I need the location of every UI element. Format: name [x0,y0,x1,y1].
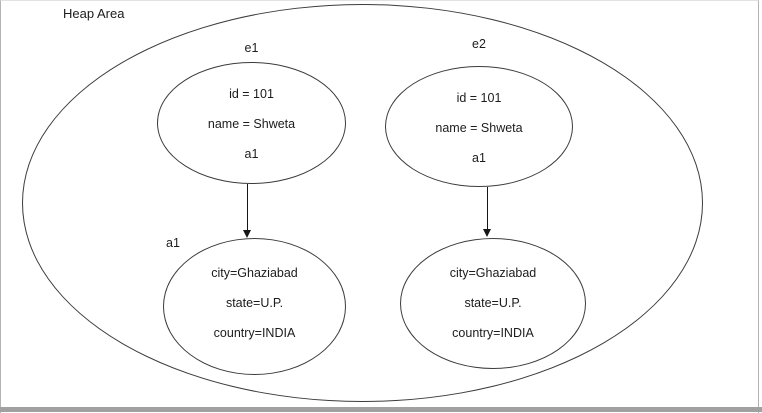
object-e1-ellipse: id = 101 name = Shweta a1 [157,62,346,184]
address-left-city-field: city=Ghaziabad [211,266,298,280]
e1-id-field: id = 101 [229,87,274,101]
address-object-a1-label: a1 [166,236,180,250]
arrow-line [487,187,488,230]
address-object-left-ellipse: city=Ghaziabad state=U.P. country=INDIA [163,238,346,375]
e2-id-field: id = 101 [456,91,502,105]
object-e1-label: e1 [244,41,259,55]
arrow-head-icon [483,229,491,237]
heap-area-label: Heap Area [63,6,125,21]
address-object-right-ellipse: city=Ghaziabad state=U.P. country=INDIA [400,238,586,369]
address-left-state-field: state=U.P. [225,296,284,310]
object-e2-label: e2 [472,37,486,51]
object-e2-ellipse: id = 101 name = Shweta a1 [385,66,573,187]
e2-a1-reference-field: a1 [472,151,486,165]
address-right-city-field: city=Ghaziabad [449,266,537,280]
address-right-state-field: state=U.P. [464,296,522,310]
e2-name-field: name = Shweta [435,121,523,135]
arrow-head-icon [243,230,251,238]
address-left-country-field: country=INDIA [213,326,296,340]
arrow-line [247,184,248,231]
e1-name-field: name = Shweta [207,117,296,131]
address-right-country-field: country=INDIA [452,326,534,340]
e1-a1-reference-field: a1 [244,147,259,161]
heap-boundary-ellipse [22,4,703,402]
bottom-gray-bar [0,407,762,412]
